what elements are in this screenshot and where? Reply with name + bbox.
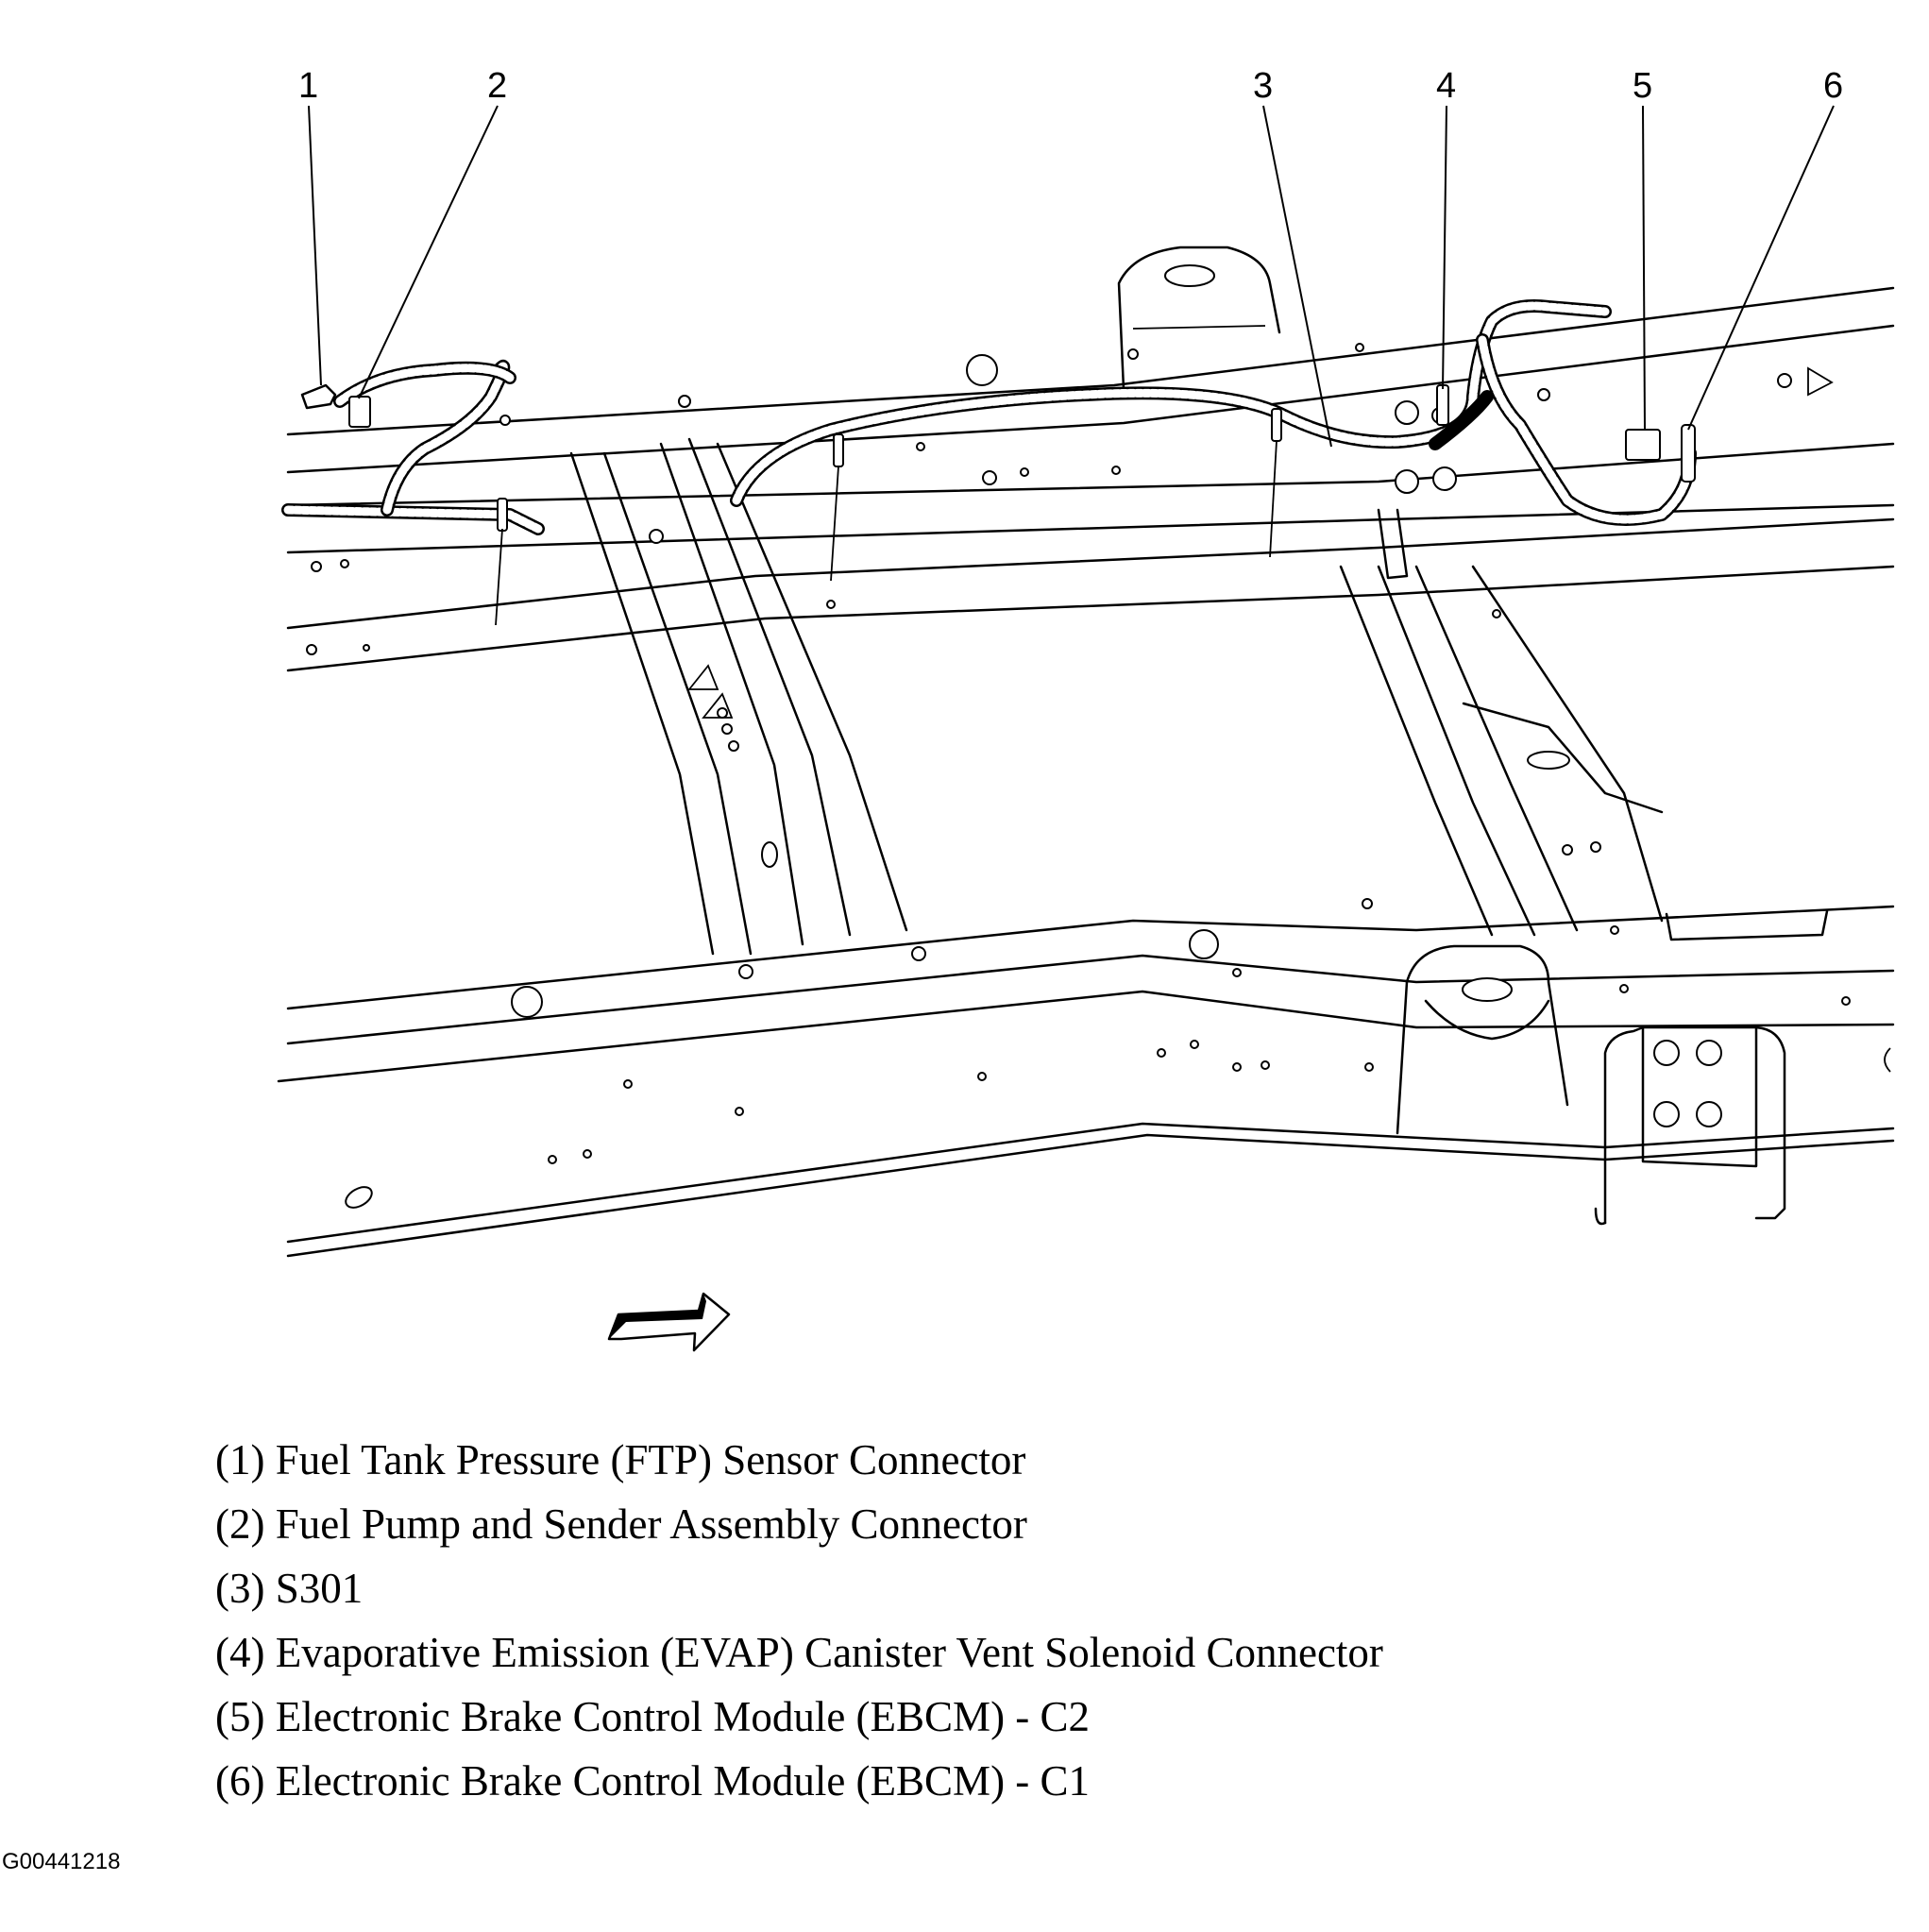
evap-vent-connector: [1436, 384, 1449, 426]
legend-item-4: (4) Evaporative Emission (EVAP) Canister…: [215, 1629, 1383, 1676]
legend-item-2: (2) Fuel Pump and Sender Assembly Connec…: [215, 1500, 1027, 1548]
harness-clips: [495, 400, 1457, 626]
callout-number-6: 6: [1823, 66, 1844, 106]
forward-arrow-icon: [607, 1292, 731, 1352]
upper-frame-rail: [286, 286, 1895, 672]
frame-holes: [306, 343, 1891, 1209]
lower-mount-bracket: [1396, 944, 1569, 1135]
connectors: [300, 383, 1696, 483]
callout-number-2: 2: [487, 66, 508, 106]
legend-item-3: (3) S301: [215, 1565, 364, 1612]
lower-mount-plate: [1594, 1025, 1786, 1226]
fuel-pump-connector: [348, 396, 371, 428]
callout-number-3: 3: [1253, 66, 1274, 106]
callout-leaders: [308, 105, 1835, 448]
ebcm-c1-connector: [1681, 424, 1696, 483]
figure-id: G00441218: [2, 1849, 121, 1874]
legend-item-1: (1) Fuel Tank Pressure (FTP) Sensor Conn…: [215, 1436, 1026, 1483]
ebcm-c2-connector: [1625, 429, 1661, 461]
legend-item-5: (5) Electronic Brake Control Module (EBC…: [215, 1693, 1091, 1740]
lower-frame-rail: [277, 905, 1895, 1258]
callout-number-5: 5: [1633, 66, 1653, 106]
vehicle-frame-drawing: [277, 105, 1895, 1352]
callout-legend: (1) Fuel Tank Pressure (FTP) Sensor Conn…: [215, 1428, 1383, 1813]
legend-item-6: (6) Electronic Brake Control Module (EBC…: [215, 1757, 1091, 1805]
right-cross-member: [1339, 565, 1664, 937]
wiring-harness: [281, 299, 1697, 535]
upper-mount-bracket: [1117, 246, 1281, 391]
ftp-sensor-connector: [300, 383, 337, 410]
callout-number-1: 1: [298, 66, 319, 106]
callout-number-4: 4: [1436, 66, 1457, 106]
left-cross-member: [569, 437, 908, 956]
